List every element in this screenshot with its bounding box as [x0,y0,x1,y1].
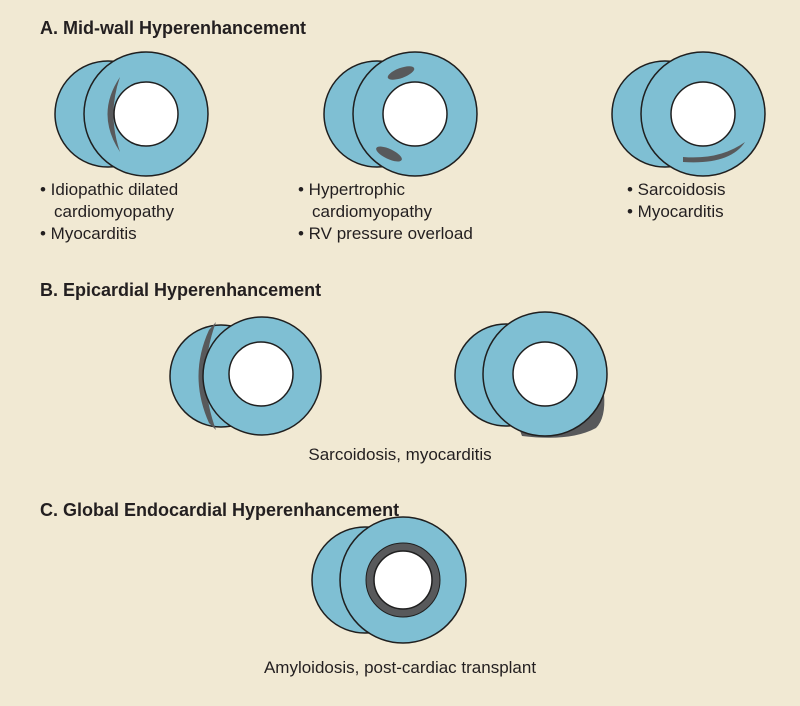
heart-diagram-epicardial-inferolateral [454,311,608,438]
section-a-panel-1-list: • Idiopathic dilated cardiomyopathy • My… [40,179,178,245]
heart-diagram-hypertrophic [323,51,478,177]
section-a-title: A. Mid-wall Hyperenhancement [40,18,307,38]
list-item: • Idiopathic dilated [40,180,179,199]
epicardial-septal-enhancement [198,322,216,430]
section-a-panel-2-list: • Hypertrophic cardiomyopathy • RV press… [298,179,473,245]
section-c-caption: Amyloidosis, post-cardiac transplant [263,658,537,677]
heart-diagram-idiopathic-dilated [54,51,209,177]
heart-diagram-epicardial-septal [169,316,322,436]
section-b-caption: Sarcoidosis, myocarditis [308,445,492,464]
section-b-title: B. Epicardial Hyperenhancement [40,280,322,300]
list-item: • Myocarditis [40,224,137,243]
midwall-inferior-enhancement [683,142,745,163]
epicardial-inferolateral-enhancement [519,394,605,438]
section-c-title: C. Global Endocardial Hyperenhancement [40,500,400,520]
list-item: • Hypertrophic [298,180,406,199]
heart-diagram-global-endocardial [311,516,467,644]
anterior-insertion-enhancement [387,66,415,80]
list-item: • Myocarditis [627,202,724,221]
inferior-insertion-enhancement [376,146,402,162]
list-item: cardiomyopathy [54,202,175,221]
heart-diagram-sarcoidosis [611,51,766,177]
midwall-septal-enhancement [107,77,120,152]
list-item: • Sarcoidosis [627,180,726,199]
section-a-panel-3-list: • Sarcoidosis • Myocarditis [627,179,726,223]
list-item: • RV pressure overload [298,224,473,243]
list-item: cardiomyopathy [312,202,433,221]
